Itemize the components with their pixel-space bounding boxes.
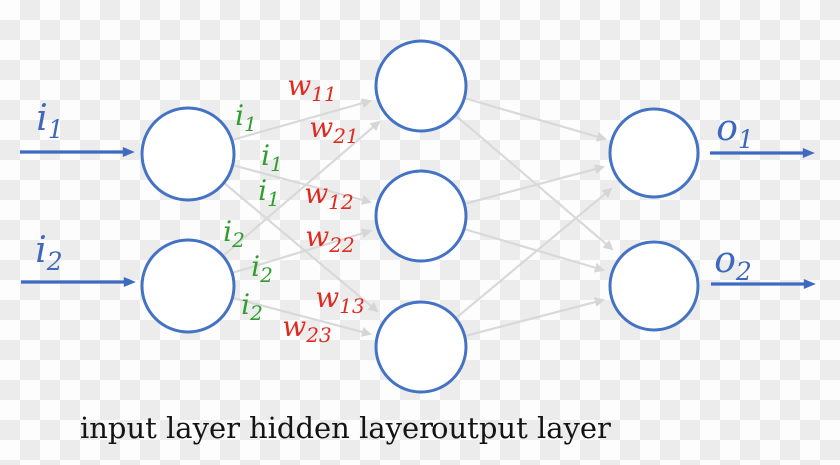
input-node-1 bbox=[140, 106, 236, 202]
output-node-1 bbox=[608, 107, 700, 199]
edge-h2-o1 bbox=[463, 164, 605, 206]
edge-h2-o2 bbox=[463, 227, 605, 273]
caption-input-layer: input layer bbox=[80, 411, 240, 445]
label-o1: o1 bbox=[716, 108, 754, 154]
edge-h3-o2 bbox=[464, 297, 605, 338]
edge-i1-h1 bbox=[231, 98, 372, 142]
input-node-2 bbox=[140, 238, 236, 334]
edge-label-i2-h2: i2 bbox=[251, 250, 273, 287]
label-o2: o2 bbox=[714, 240, 752, 286]
weight-label-w11: w11 bbox=[287, 69, 336, 106]
output-layer-nodes bbox=[608, 107, 700, 332]
weight-label-w23: w23 bbox=[282, 310, 331, 347]
edge-label-i1-h2: i1 bbox=[261, 139, 283, 176]
weight-label-w12: w12 bbox=[304, 177, 353, 214]
hidden-node-3 bbox=[374, 300, 468, 394]
hidden-layer-nodes bbox=[374, 39, 468, 394]
caption-hidden-layer: hidden layer bbox=[249, 411, 433, 445]
hidden-node-1 bbox=[374, 39, 468, 133]
layer-caption-group: input layer hidden layer output layer bbox=[80, 411, 611, 445]
edge-i1-h2 bbox=[231, 163, 372, 205]
output-node-2 bbox=[608, 240, 700, 332]
hidden-to-output-edges bbox=[454, 96, 614, 338]
label-i2: i2 bbox=[35, 230, 62, 276]
weight-label-w13: w13 bbox=[315, 281, 364, 318]
edge-label-i2-h1: i2 bbox=[223, 215, 245, 252]
input-to-hidden-edges bbox=[222, 98, 381, 337]
input-layer-nodes bbox=[140, 106, 236, 334]
edge-label-group: i1 i1 i1 i2 i2 i2 bbox=[223, 99, 283, 325]
weight-label-group: w11 w21 w12 w22 w13 w23 bbox=[282, 69, 364, 347]
edge-i2-h2 bbox=[231, 228, 372, 275]
weight-label-w22: w22 bbox=[305, 220, 354, 257]
edge-h3-o1 bbox=[455, 187, 613, 319]
label-i1: i1 bbox=[36, 98, 63, 144]
io-label-group: i1 i2 o1 o2 bbox=[35, 98, 754, 286]
io-arrows bbox=[20, 146, 816, 290]
edge-label-i2-h3: i2 bbox=[241, 288, 263, 325]
hidden-node-2 bbox=[374, 169, 468, 263]
edge-i2-h1 bbox=[222, 120, 381, 257]
weight-label-w21: w21 bbox=[309, 111, 358, 148]
caption-output-layer: output layer bbox=[431, 411, 611, 445]
edge-label-i1-h3: i1 bbox=[258, 174, 280, 211]
edge-i2-h3 bbox=[232, 296, 372, 337]
edge-h1-o1 bbox=[463, 96, 607, 142]
edge-h1-o2 bbox=[454, 114, 614, 251]
edge-i1-h3 bbox=[222, 181, 379, 313]
edge-label-i1-h1: i1 bbox=[235, 99, 257, 136]
